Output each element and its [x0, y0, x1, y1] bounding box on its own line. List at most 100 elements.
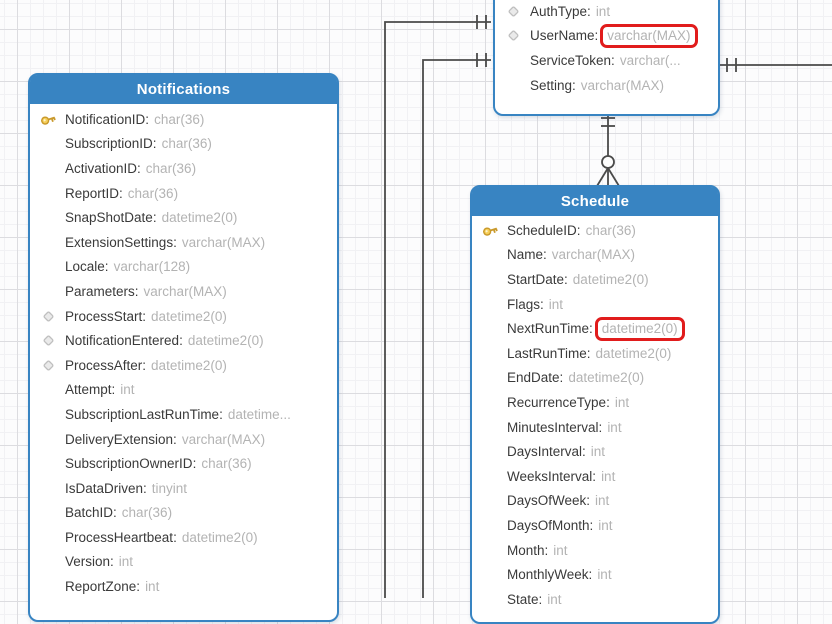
schedule-table-title[interactable]: Schedule — [472, 187, 718, 216]
field-type: int — [607, 419, 622, 435]
table-row[interactable]: WeeksInterval: int — [507, 468, 616, 484]
table-row[interactable]: ReportID: char(36) — [65, 185, 179, 201]
field-name: Name — [507, 247, 544, 263]
relationship-connector-right[interactable] — [718, 58, 832, 72]
nullable-field-icon — [508, 6, 519, 17]
table-row[interactable]: DaysOfWeek: int — [507, 493, 610, 509]
table-row[interactable]: RecurrenceType: int — [507, 394, 630, 410]
notifications-table[interactable]: Notifications NotificationID: — [28, 73, 339, 622]
table-row[interactable]: ServiceToken: varchar(... — [530, 52, 681, 68]
table-row[interactable]: ProcessHeartbeat: datetime2(0) — [65, 529, 258, 545]
field-type: varchar(MAX) — [181, 234, 266, 250]
field-name: NextRunTime — [507, 321, 590, 337]
table-row[interactable]: BatchID: char(36) — [65, 505, 173, 521]
table-row[interactable]: NotificationEntered: datetime2(0) — [30, 328, 337, 353]
field-name: SubscriptionOwnerID — [65, 456, 193, 472]
table-row[interactable]: Version: int — [65, 554, 134, 570]
table-row[interactable]: SubscriptionOwnerID: char(36) — [65, 456, 252, 472]
field-type: int — [118, 554, 134, 570]
crows-foot-left — [596, 167, 609, 187]
table-row[interactable]: NextRunTime: datetime2(0) — [472, 316, 718, 341]
field-type: varchar(MAX) — [600, 23, 698, 48]
table-row[interactable]: SubscriptionLastRunTime: datetime... — [65, 406, 291, 422]
table-row[interactable]: ActivationID: char(36) — [65, 160, 197, 176]
table-row[interactable]: ScheduleID: char(36) — [472, 218, 718, 243]
schedule-table[interactable]: Schedule ScheduleID: char(3 — [470, 185, 720, 624]
field-type: varchar(MAX) — [551, 247, 636, 263]
field-name: DaysOfWeek — [507, 493, 587, 509]
field-name: Parameters — [65, 283, 135, 299]
field-name: ProcessAfter — [65, 357, 143, 373]
table-row[interactable]: MinutesInterval: int — [507, 419, 622, 435]
notifications-field-list: NotificationID: char(36) Subscr — [30, 104, 337, 599]
table-row[interactable]: StartDate: datetime2(0) — [507, 271, 649, 287]
field-name: ScheduleID — [507, 222, 577, 238]
table-row[interactable]: NotificationID: char(36) — [30, 107, 337, 132]
users-table[interactable]: AuthType: int UserName: — [493, 0, 720, 116]
field-type: char(36) — [145, 160, 197, 176]
relationship-connector-users-schedule[interactable] — [596, 110, 620, 187]
table-row[interactable]: EndDate: datetime2(0) — [507, 370, 645, 386]
field-name: BatchID — [65, 505, 114, 521]
relationship-connector-left-inner[interactable] — [422, 53, 491, 598]
primary-key-icon — [483, 227, 498, 236]
field-type: datetime2(0) — [181, 529, 258, 545]
table-row[interactable]: UserName: varchar(MAX) — [495, 23, 718, 49]
table-row[interactable]: DeliveryExtension: varchar(MAX) — [65, 431, 266, 447]
field-name: ActivationID — [65, 160, 138, 176]
table-row[interactable]: Month: int — [507, 542, 568, 558]
zero-cardinality-circle — [601, 155, 615, 169]
relationship-connector-layer — [384, 15, 832, 598]
field-type: char(36) — [127, 185, 179, 201]
table-row[interactable]: ProcessStart: datetime2(0) — [30, 304, 337, 329]
table-row[interactable]: Flags: int — [507, 296, 564, 312]
table-row[interactable]: MonthlyWeek: int — [507, 567, 612, 583]
field-name: WeeksInterval — [507, 468, 593, 484]
field-type: varchar(MAX) — [181, 431, 266, 447]
table-row[interactable]: Parameters: varchar(MAX) — [65, 283, 227, 299]
field-type: datetime2(0) — [161, 210, 238, 226]
field-type: int — [590, 444, 606, 460]
table-row[interactable]: State: int — [507, 591, 562, 607]
field-name: MinutesInterval — [507, 419, 599, 435]
table-row[interactable]: Setting: varchar(MAX) — [530, 77, 665, 93]
nullable-field-icon — [43, 311, 54, 322]
nullable-field-icon — [43, 335, 54, 346]
field-type: char(36) — [121, 505, 173, 521]
table-row[interactable]: Attempt: int — [65, 382, 135, 398]
field-name: AuthType — [530, 3, 588, 19]
table-row[interactable]: Name: varchar(MAX) — [507, 247, 636, 263]
table-row[interactable]: DaysInterval: int — [507, 444, 606, 460]
table-row[interactable]: ExtensionSettings: varchar(MAX) — [65, 234, 266, 250]
table-row[interactable]: SnapShotDate: datetime2(0) — [65, 210, 238, 226]
field-name: EndDate — [507, 370, 560, 386]
field-name: Attempt — [65, 382, 112, 398]
field-name: DaysInterval — [507, 444, 583, 460]
field-name: ReportZone — [65, 579, 137, 595]
notifications-table-title[interactable]: Notifications — [30, 75, 337, 104]
table-row[interactable]: AuthType: int — [495, 0, 718, 24]
field-type: int — [548, 296, 564, 312]
field-name: StartDate — [507, 271, 565, 287]
table-row[interactable]: ProcessAfter: datetime2(0) — [30, 353, 337, 378]
field-type: varchar(MAX) — [580, 77, 665, 93]
table-row[interactable]: Locale: varchar(128) — [65, 259, 191, 275]
field-type: char(36) — [585, 222, 636, 238]
field-type: int — [597, 567, 612, 583]
field-name: IsDataDriven — [65, 480, 144, 496]
table-row[interactable]: LastRunTime: datetime2(0) — [507, 345, 672, 361]
table-row[interactable]: SubscriptionID: char(36) — [65, 136, 212, 152]
table-row[interactable]: DaysOfMonth: int — [507, 517, 613, 533]
field-type: int — [601, 468, 616, 484]
field-type: char(36) — [154, 111, 205, 127]
relationship-connector-left-outer[interactable] — [384, 15, 491, 598]
users-field-list: AuthType: int UserName: — [495, 0, 718, 97]
field-type: varchar(... — [619, 52, 681, 68]
nullable-field-icon — [43, 360, 54, 371]
field-name: SnapShotDate — [65, 210, 153, 226]
table-row[interactable]: ReportZone: int — [65, 579, 160, 595]
field-name: SubscriptionID — [65, 136, 153, 152]
field-type: int — [553, 542, 568, 558]
table-row[interactable]: IsDataDriven: tinyint — [65, 480, 188, 496]
